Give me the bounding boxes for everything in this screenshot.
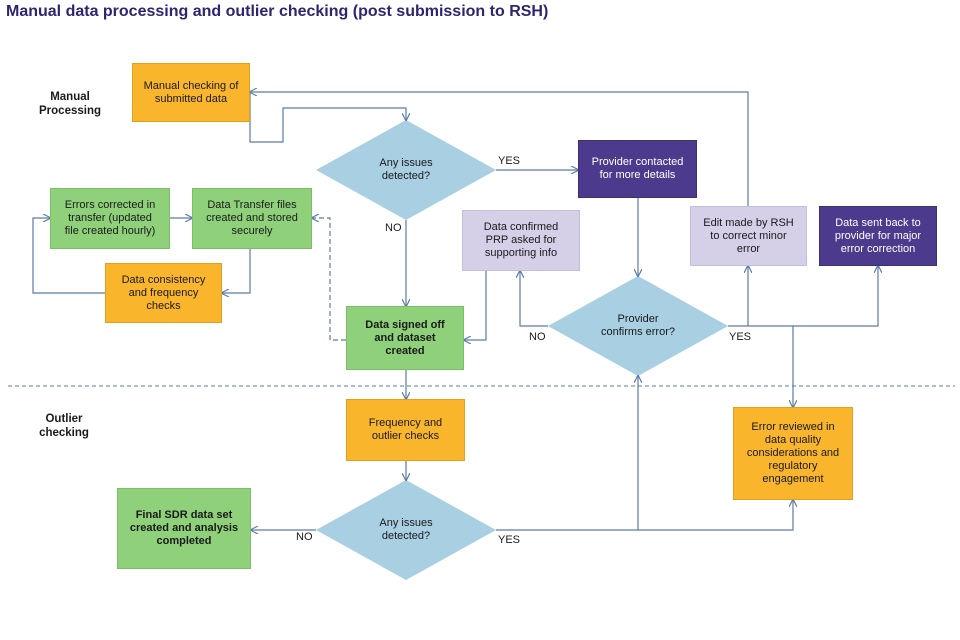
node-provider-contacted: Provider contacted for more details (578, 140, 697, 198)
edge-label-no-issues-2: NO (296, 531, 313, 543)
connector-issues2-yes-to-review (638, 500, 793, 531)
connector-manual-to-issues (249, 92, 406, 143)
diamond-provider-confirms (548, 276, 728, 376)
edge-label-yes-confirms: YES (729, 331, 752, 343)
section-label-manual: Manual Processing (39, 91, 101, 117)
connector-edit-to-manual (250, 92, 749, 206)
diamond-issues-2 (316, 480, 496, 580)
node-errors-corrected: Errors corrected in transfer (updated fi… (50, 188, 170, 249)
node-data-consistency: Data consistency and frequency checks (105, 263, 222, 323)
edge-label-yes-issues-2: YES (498, 534, 521, 546)
connector-confirms-yes (728, 266, 878, 327)
node-edit-by-rsh: Edit made by RSH to correct minor error (690, 206, 807, 266)
connector-confirms-no (520, 271, 548, 327)
node-final-sdr: Final SDR data set created and analysis … (117, 488, 251, 569)
edge-label-no-issues-1: NO (385, 222, 402, 234)
node-data-confirmed: Data confirmed PRP asked for supporting … (462, 210, 580, 271)
node-issues-detected-2: Any issues detected? (379, 517, 433, 542)
node-frequency-outlier-checks: Frequency and outlier checks (346, 399, 465, 461)
section-label-outlier: Outlier checking (39, 413, 89, 439)
diamond-issues-1 (316, 120, 496, 220)
connector-signed-to-transfer-dashed (312, 218, 346, 341)
node-data-transfer: Data Transfer files created and stored s… (192, 188, 312, 249)
node-issues-detected-1: Any issues detected? (379, 157, 433, 182)
node-manual-checking: Manual checking of submitted data (132, 63, 250, 122)
edge-label-yes-issues-1: YES (498, 155, 521, 167)
node-data-sent-back: Data sent back to provider for major err… (819, 206, 937, 266)
connector-consistency-to-errors (32, 218, 105, 294)
node-error-reviewed: Error reviewed in data quality considera… (733, 407, 853, 500)
edge-label-no-confirms: NO (529, 331, 546, 343)
node-provider-confirms-error: Provider confirms error? (601, 313, 675, 338)
node-data-signed-off: Data signed off and dataset created (346, 306, 464, 370)
diagram-title: Manual data processing and outlier check… (6, 3, 549, 20)
connector-issues2-yes-to-confirms (496, 376, 638, 531)
connector-transfer-to-consistency (222, 249, 251, 293)
